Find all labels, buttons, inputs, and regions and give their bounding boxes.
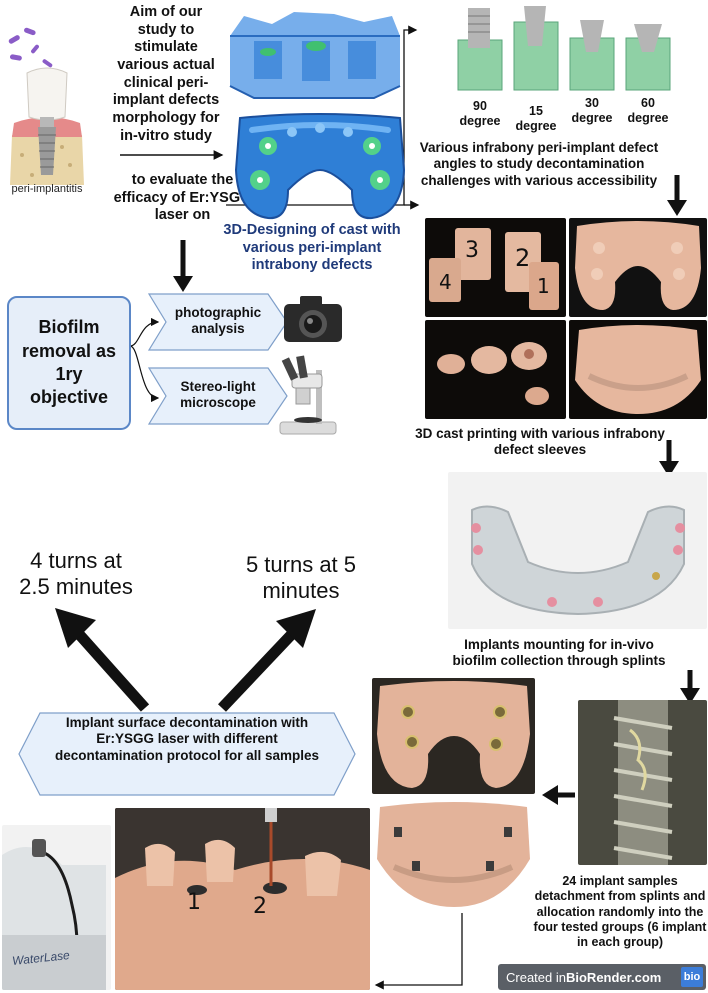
printed-cast-front-photo — [569, 320, 707, 419]
microscope-icon — [272, 344, 342, 439]
3d-cast-side-render — [224, 6, 404, 106]
objective-to-microscope-arrow — [129, 345, 160, 403]
protocol-arrow-left — [73, 629, 150, 712]
camera-icon — [280, 292, 350, 347]
photographic-analysis-chevron: photographic analysis — [148, 293, 288, 351]
objective-to-photo-arrow — [129, 317, 160, 347]
decontamination-text: Implant surface decontamination with Er:… — [54, 715, 320, 763]
design-to-angles-bracket — [226, 25, 418, 206]
peri-implantitis-illustration: peri-implantitis — [2, 25, 92, 210]
3d-cast-top-render — [232, 110, 408, 222]
printed-sleeve-bases-photo — [425, 320, 566, 419]
laser-decontamination-photo: 1 2 — [115, 808, 370, 990]
angles-caption: Various infrabony peri-implant defect an… — [419, 140, 659, 188]
sleeve-number-4: 4 — [439, 270, 452, 294]
printed-sleeves-photo: 4 3 2 1 — [425, 218, 566, 317]
cast-mark-1: 1 — [187, 890, 201, 915]
aim-text: Aim of our study to stimulate various ac… — [112, 4, 220, 144]
protocol-4-turns: 4 turns at 2.5 minutes — [19, 548, 133, 600]
sleeve-number-2: 2 — [515, 244, 531, 272]
implanted-cast-front-photo — [372, 797, 535, 913]
biorender-badge-icon: bio — [681, 967, 703, 987]
detachment-caption: 24 implant samples detachment from splin… — [533, 874, 707, 949]
design-caption: 3D-Designing of cast with various peri-i… — [223, 222, 401, 274]
microscope-implant-image — [578, 700, 707, 865]
objective-box: Biofilm removal as 1ry objective — [7, 296, 131, 430]
waterlase-device-photo: WaterLase — [2, 825, 111, 990]
peri-implantitis-caption: peri-implantitis — [11, 183, 83, 195]
photographic-analysis-label: photographic analysis — [174, 305, 262, 337]
tooth-implant-icon — [8, 27, 84, 185]
cast-mark-2: 2 — [253, 894, 267, 919]
printed-cast-top-photo — [569, 218, 707, 317]
watermark-prefix: Created in — [506, 969, 566, 985]
objective-text: Biofilm removal as 1ry objective — [21, 317, 117, 408]
sleeve-number-3: 3 — [465, 238, 479, 263]
protocol-arrow-right — [218, 630, 296, 712]
biorender-watermark[interactable]: Created in BioRender.com bio — [498, 964, 706, 990]
decontamination-hexagon: Implant surface decontamination with Er:… — [18, 712, 356, 796]
stereo-microscope-chevron: Stereo-light microscope — [148, 367, 288, 425]
protocol-5-turns: 5 turns at 5 minutes — [245, 552, 357, 604]
evaluate-text: to evaluate the efficacy of Er:YSGG lase… — [113, 172, 252, 224]
printing-caption: 3D cast printing with various infrabony … — [415, 426, 665, 458]
splint-photo — [448, 472, 707, 629]
angle-sleeves-render — [457, 6, 671, 91]
watermark-brand: BioRender.com — [565, 969, 662, 985]
splint-caption: Implants mounting for in-vivo biofilm co… — [452, 637, 666, 669]
sleeve-number-1: 1 — [537, 274, 550, 298]
stereo-microscope-label: Stereo-light microscope — [180, 379, 256, 411]
implanted-cast-top-photo — [372, 678, 535, 794]
